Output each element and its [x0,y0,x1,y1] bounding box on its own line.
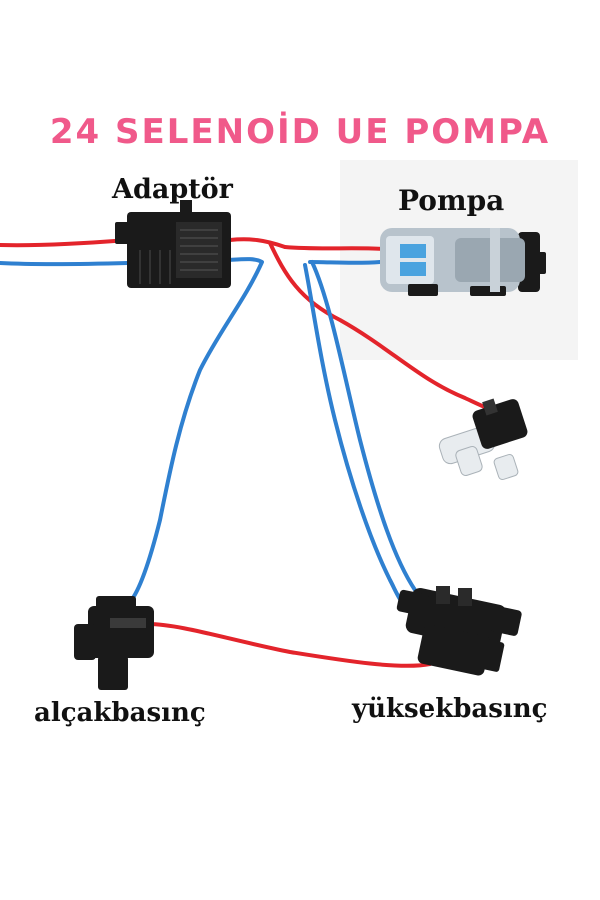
blue-wire-pump-to-high [303,263,422,617]
red-wire-to-solenoid [268,241,500,414]
low-pressure-switch [74,596,154,690]
red-wires [0,237,500,668]
red-wire-mains [0,238,130,248]
adaptor-device [115,200,231,288]
high-pressure-switch [396,586,522,676]
pump-label: Pompa [398,184,505,217]
diagram-title: 24 SELENOİD UE POMPA [49,112,551,152]
pump-device [380,228,546,296]
blue-wires [0,257,422,617]
red-wire-low-to-high [146,622,432,668]
solenoid-valve [438,398,528,481]
blue-wire-pump-to-high-2 [310,260,417,592]
high-pressure-label: yüksekbasınç [352,694,548,724]
blue-wire-pump-branch [308,260,382,265]
red-wire-adaptor-out [228,237,287,249]
blue-wire-mains [0,261,130,267]
red-wire-to-pump [283,245,387,251]
low-pressure-label: alçakbasınç [34,698,206,728]
blue-wire-adaptor-to-low [128,257,264,604]
adaptor-label: Adaptör [112,174,233,205]
